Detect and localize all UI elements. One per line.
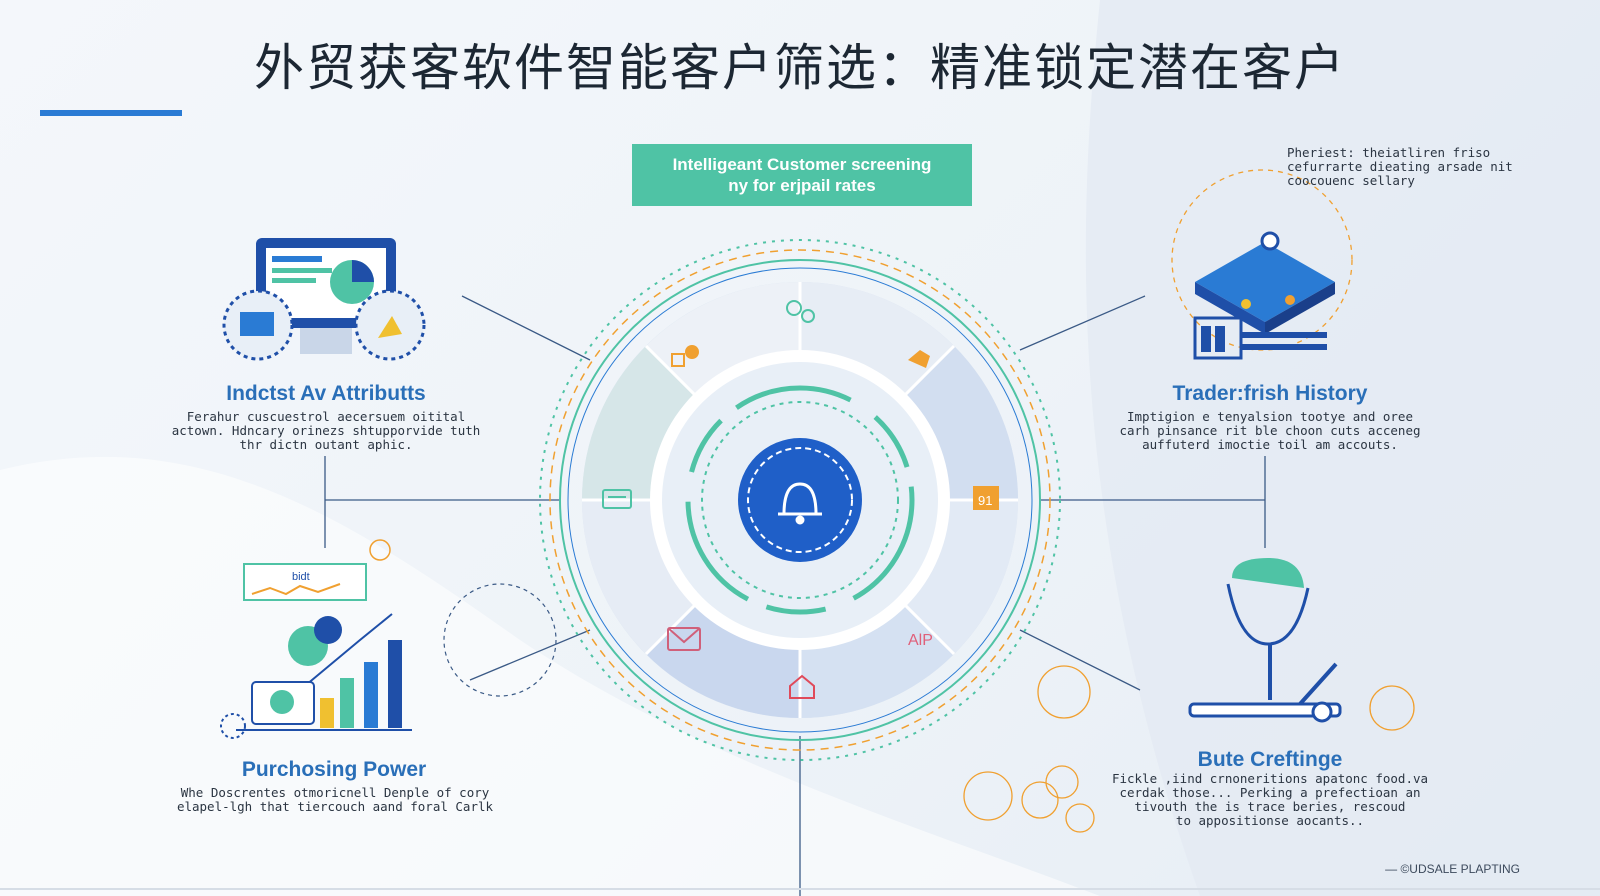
page-title: 外贸获客软件智能客户筛选：精准锁定潜在客户 xyxy=(254,39,1346,97)
platform-network-icon xyxy=(1171,169,1353,360)
box-icon: 91 xyxy=(973,486,999,510)
connector-lines xyxy=(324,295,1266,896)
banner-line-1: Intelligeant Customer screening xyxy=(672,155,932,174)
flag-node-icon xyxy=(671,345,699,367)
segment-label-right: 91 xyxy=(978,493,992,508)
decorative-circles xyxy=(963,665,1095,833)
section-title-bottom-right: Bute Creftinge xyxy=(1197,748,1343,771)
section-body-bottom-right: Fickle ,iind crnoneritions apatonc food.… xyxy=(1111,771,1429,828)
drafting-lamp-icon xyxy=(1188,558,1415,731)
footer-credit: — ©UDSALE PLAPTING xyxy=(1385,862,1520,876)
section-title-top-left: Indctst Av Attributts xyxy=(226,382,426,405)
center-banner: Intelligeant Customer screening ny for e… xyxy=(632,144,972,206)
section-title-bottom-left: Purchosing Power xyxy=(241,758,427,781)
decorative-dashed-arcs xyxy=(443,583,557,697)
mail-icon xyxy=(667,627,701,651)
section-body-bottom-left: Whe Doscrentes otmoricnell Denple of cor… xyxy=(176,785,494,814)
house-icon xyxy=(789,674,815,699)
chart-label: bidt xyxy=(292,571,310,583)
segment-label-lower-right: AlP xyxy=(908,632,933,649)
section-title-top-right: Trader:frish History xyxy=(1172,382,1368,405)
document-card-icon xyxy=(602,489,632,509)
gears-icon xyxy=(786,300,815,323)
section-body-top-left: Ferahur cuscuestrol aecersuem oitital ac… xyxy=(171,409,481,452)
bottom-rule xyxy=(0,888,1600,890)
purchasing-chart-icon: bidt xyxy=(220,539,412,739)
title-underline xyxy=(40,110,182,116)
monitor-analytics-icon xyxy=(222,238,426,361)
hand-icon xyxy=(908,350,930,368)
section-body-top-right: Imptigion e tenyalsion tootye and oree c… xyxy=(1119,409,1421,452)
outer-rings xyxy=(539,239,1061,761)
banner-line-2: ny for erjpail rates xyxy=(728,176,876,195)
top-right-note: Pheriest: theiatliren friso cefurrarte d… xyxy=(1287,145,1513,188)
inner-hub xyxy=(650,350,950,650)
bell-icon xyxy=(778,482,822,525)
